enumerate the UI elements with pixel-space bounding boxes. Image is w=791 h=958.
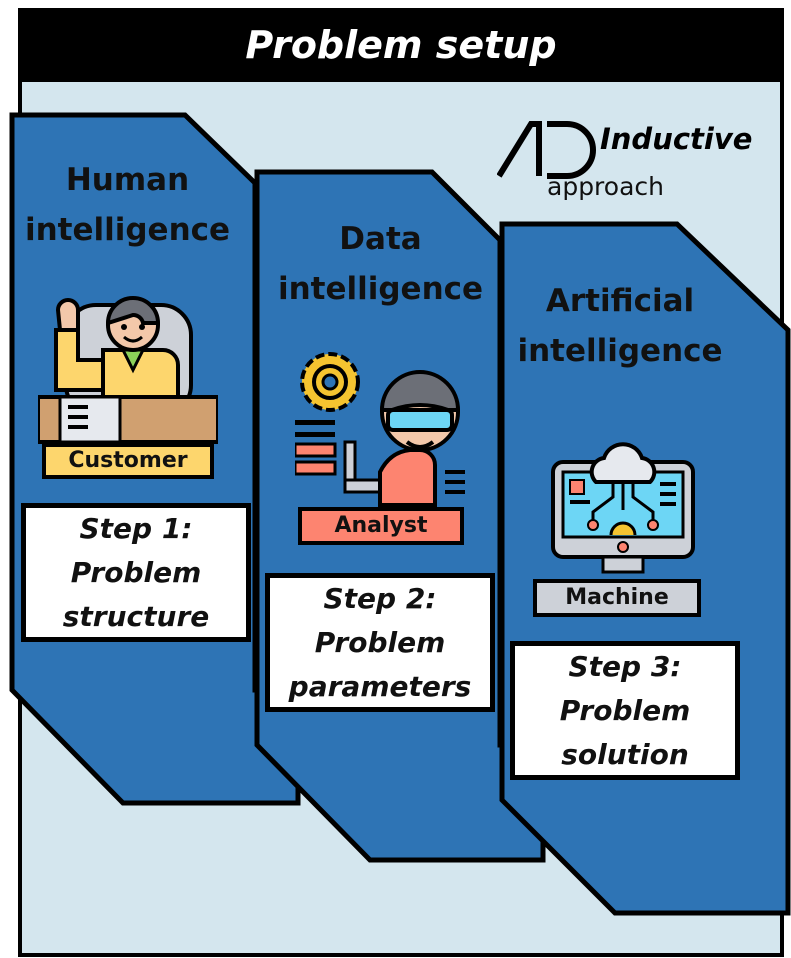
panel-3-title-line1: Artificial bbox=[545, 283, 695, 319]
step-2-box: Step 2: Problem parameters bbox=[265, 573, 495, 712]
step-1-label: Step 1: bbox=[79, 511, 193, 545]
panel-1-title-line2: intelligence bbox=[24, 212, 231, 248]
step-3-label: Step 3: bbox=[568, 649, 682, 683]
machine-tag: Machine bbox=[533, 579, 701, 617]
panel-1-title: Human intelligence bbox=[15, 155, 240, 255]
logo-subtitle: approach bbox=[547, 172, 664, 201]
step-3-box: Step 3: Problem solution bbox=[510, 641, 740, 780]
ad-logo-icon bbox=[497, 121, 596, 179]
customer-tag: Customer bbox=[42, 443, 214, 479]
step-2-line2: Problem bbox=[314, 625, 446, 659]
logo-title: Inductive bbox=[600, 122, 753, 156]
panel-3-title-line2: intelligence bbox=[517, 333, 723, 369]
step-1-box: Step 1: Problem structure bbox=[21, 503, 251, 642]
panel-2-title-line2: intelligence bbox=[277, 271, 484, 307]
panel-3-title: Artificial intelligence bbox=[505, 276, 735, 376]
analyst-tag: Analyst bbox=[298, 507, 464, 545]
panel-2-title-line1: Data bbox=[339, 221, 422, 257]
cloud-computer-icon bbox=[551, 442, 695, 574]
step-3-line3: solution bbox=[561, 737, 689, 771]
page-title: Problem setup bbox=[245, 23, 557, 67]
analyst-with-laptop-icon bbox=[295, 352, 465, 507]
inductive-approach-logo: Inductive approach bbox=[497, 112, 787, 212]
step-2-label: Step 2: bbox=[323, 581, 437, 615]
step-1-line3: structure bbox=[62, 599, 210, 633]
step-3-line2: Problem bbox=[559, 693, 691, 727]
step-2-line3: parameters bbox=[288, 669, 472, 703]
title-bar: Problem setup bbox=[18, 8, 784, 82]
customer-at-desk-icon bbox=[38, 296, 218, 444]
step-1-line2: Problem bbox=[70, 555, 202, 589]
panel-2-title: Data intelligence bbox=[268, 214, 493, 314]
panel-1-title-line1: Human bbox=[65, 162, 190, 198]
